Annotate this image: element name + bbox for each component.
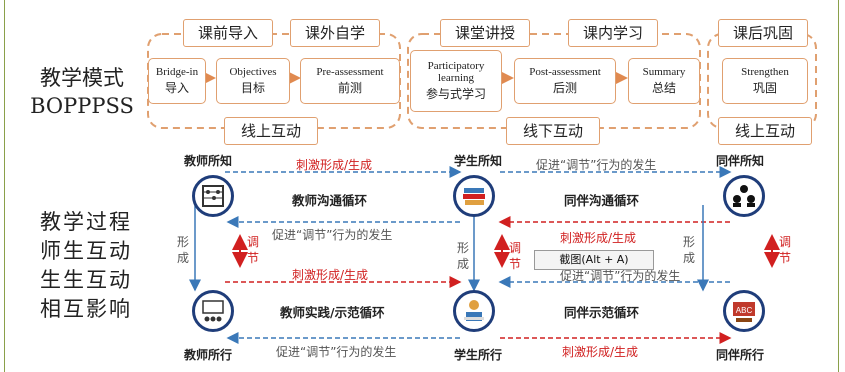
stage-post-bottom-label: 线上互动	[718, 117, 812, 145]
box-participatory-learning: Participatory learning 参与式学习	[410, 50, 502, 112]
student-do-label: 学生所行	[454, 348, 503, 362]
box-objectives: Objectives 目标	[216, 58, 290, 104]
box-participatory-en: Participatory learning	[427, 60, 485, 84]
box-summary-zh: 总结	[651, 81, 676, 95]
stimulate-label-1: 刺激形成/生成	[296, 158, 373, 172]
box-objectives-zh: 目标	[240, 81, 265, 95]
box-participatory-zh: 参与式学习	[425, 87, 486, 101]
teacher-comm-cycle: 教师沟通循环	[292, 193, 368, 208]
box-post-assessment-en: Post-assessment	[529, 66, 601, 78]
reader-icon	[453, 290, 495, 332]
svg-text:ABC: ABC	[736, 306, 753, 315]
stimulate-label-3: 刺激形成/生成	[292, 268, 369, 282]
stage-in-label-1: 课堂讲授	[440, 19, 530, 47]
peer-do-label: 同伴所行	[716, 348, 765, 362]
teaching-process-line4: 相互影响	[40, 297, 132, 321]
box-strengthen: Strengthen 巩固	[722, 58, 808, 104]
peer-know-label: 同伴所知	[716, 154, 765, 168]
box-pre-assessment-zh: 前测	[337, 81, 362, 95]
stage-in-bottom-label: 线下互动	[506, 117, 600, 145]
screenshot-tooltip: 截图(Alt + A)	[534, 250, 654, 270]
stage-pre-bottom-label: 线上互动	[224, 117, 318, 145]
promote-label-4: 促进“调节”行为的发生	[276, 345, 397, 359]
student-know-label: 学生所知	[454, 154, 503, 168]
teaching-mode-title: 教学模式 BOPPPSS	[22, 64, 142, 120]
box-pre-assessment: Pre-assessment 前测	[300, 58, 400, 104]
box-bridge-in-en: Bridge-in	[155, 66, 199, 78]
box-bridge-in-zh: 导入	[164, 81, 189, 95]
box-summary-en: Summary	[642, 66, 686, 78]
abacus-icon	[192, 175, 234, 217]
teaching-process-line2: 师生互动	[40, 239, 132, 263]
form-label-left: 形成	[176, 235, 189, 265]
promote-label-3: 促进“调节”行为的发生	[560, 269, 681, 283]
form-label-mid: 形成	[456, 241, 469, 271]
teacher-practice-cycle: 教师实践/示范循环	[280, 305, 385, 320]
box-strengthen-zh: 巩固	[752, 81, 777, 95]
regulate-label-right: 调节	[778, 235, 791, 265]
promote-label-1: 促进“调节”行为的发生	[536, 158, 657, 172]
box-bridge-in: Bridge-in 导入	[148, 58, 206, 104]
teaching-process-title: 教学过程 师生互动 生生互动 相互影响	[36, 208, 136, 324]
box-post-assessment-zh: 后测	[552, 81, 577, 95]
group-icon	[723, 175, 765, 217]
teaching-mode-title-line2: BOPPPSS	[30, 94, 134, 118]
box-pre-assessment-en: Pre-assessment	[316, 66, 384, 78]
regulate-label-left: 调节	[246, 235, 259, 265]
box-objectives-en: Objectives	[229, 66, 277, 78]
frame-left-border	[4, 0, 5, 372]
frame-right-border	[838, 0, 839, 372]
stage-in-label-2: 课内学习	[568, 19, 658, 47]
promote-label-2: 促进“调节”行为的发生	[272, 228, 393, 242]
box-summary: Summary 总结	[628, 58, 700, 104]
form-label-right: 形成	[682, 235, 695, 265]
box-strengthen-en: Strengthen	[741, 66, 789, 78]
regulate-label-mid: 调节	[508, 241, 521, 271]
teacher-know-label: 教师所知	[184, 154, 233, 168]
classroom-icon	[192, 290, 234, 332]
teacher-do-label: 教师所行	[184, 348, 233, 362]
abc-board-icon: ABC	[723, 290, 765, 332]
stimulate-label-4: 刺激形成/生成	[562, 345, 639, 359]
teaching-process-line1: 教学过程	[40, 210, 132, 234]
box-post-assessment: Post-assessment 后测	[514, 58, 616, 104]
stage-post-label: 课后巩固	[718, 19, 808, 47]
stimulate-label-2: 刺激形成/生成	[560, 231, 637, 245]
books-icon	[453, 175, 495, 217]
stage-pre-label-2: 课外自学	[290, 19, 380, 47]
stage-pre-label-1: 课前导入	[183, 19, 273, 47]
peer-practice-cycle: 同伴示范循环	[564, 305, 640, 320]
teaching-mode-title-line1: 教学模式	[40, 66, 124, 90]
teaching-process-line3: 生生互动	[40, 268, 132, 292]
peer-comm-cycle: 同伴沟通循环	[564, 193, 640, 208]
